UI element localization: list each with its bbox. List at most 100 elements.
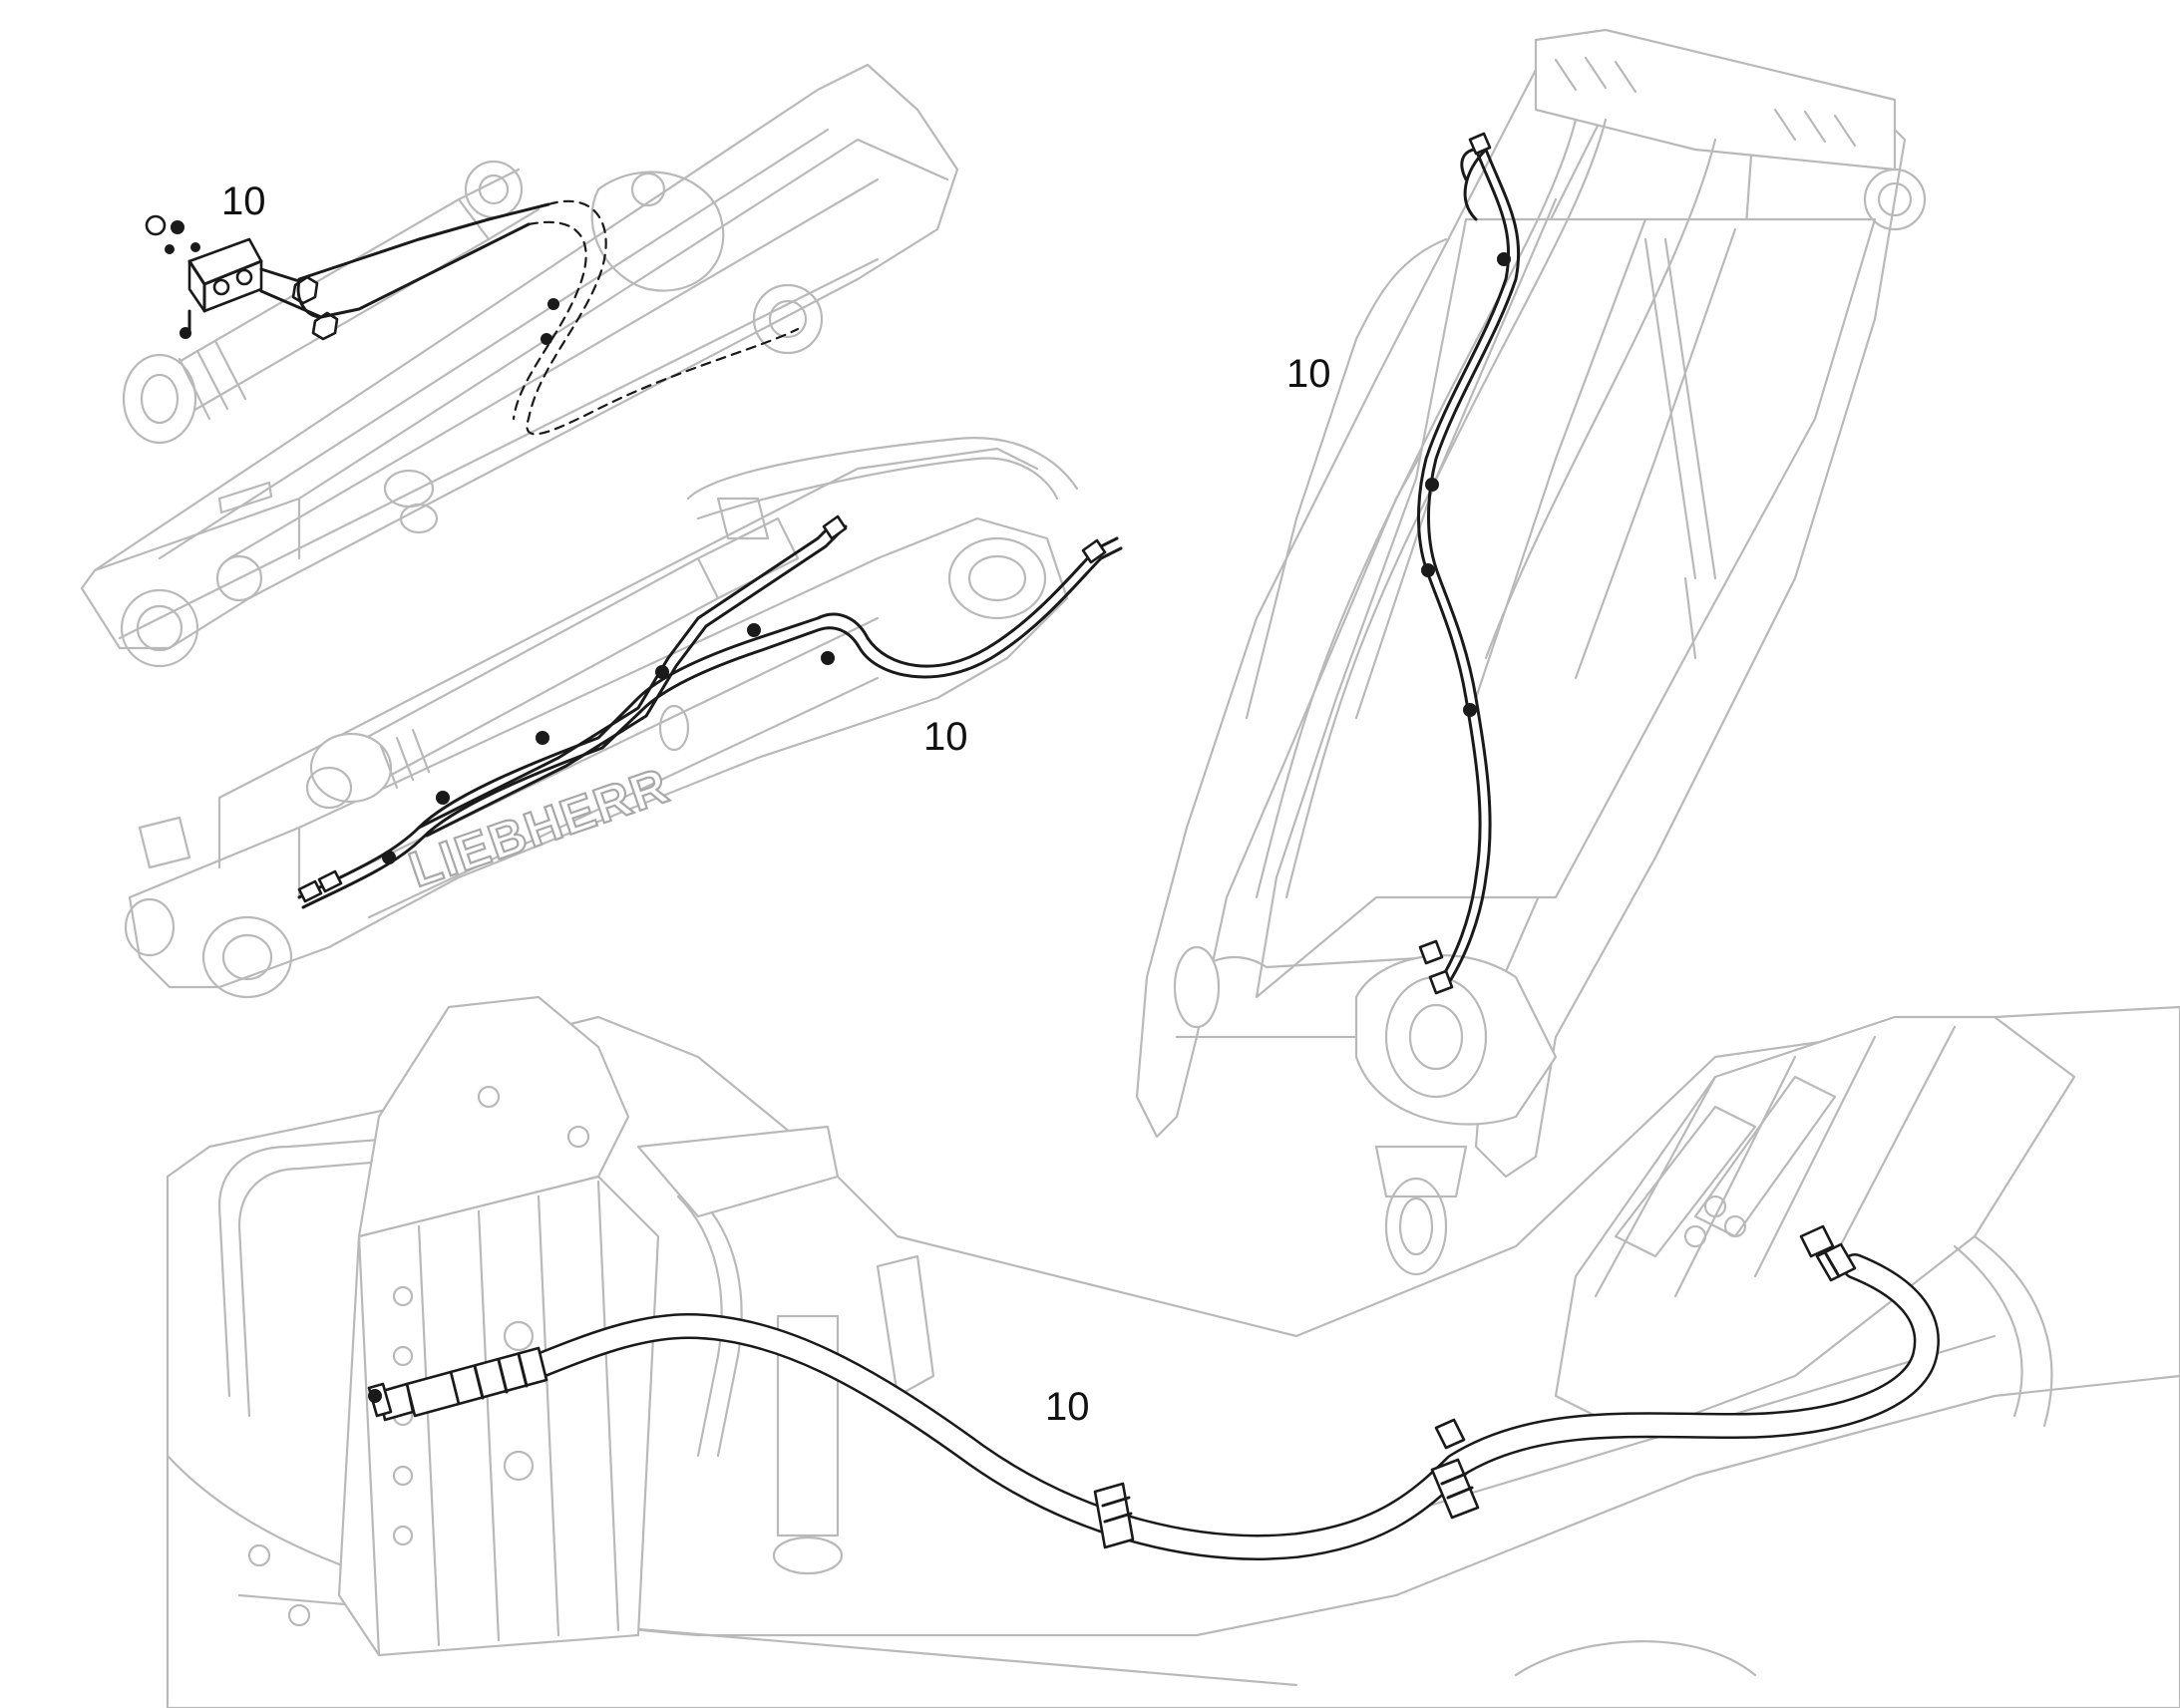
- stick-side-clamp: [436, 791, 450, 805]
- boom-foot-lines: [1594, 1025, 1957, 1298]
- boom-base-wheel-inner: [1398, 1196, 1434, 1256]
- valve-plug-6: [392, 1465, 414, 1487]
- boom-pipe-bundle-3: [1484, 138, 1717, 660]
- washer-2: [190, 242, 200, 252]
- stick-side-front-eye: [947, 536, 1047, 620]
- boom-web: [1255, 217, 1877, 999]
- right-hose-fitting-2: [1823, 1250, 1841, 1278]
- boom-pipe-bundle: [1255, 118, 1578, 899]
- stick-pipe-bend: [296, 279, 323, 319]
- valve-plug-11: [287, 1603, 311, 1627]
- stick-side-cylinder-ribs: [379, 728, 431, 790]
- stick-side-cylinder-base: [305, 766, 353, 810]
- cylinder-base-eye: [122, 353, 197, 445]
- stick-side-front-eye-inner: [967, 554, 1027, 602]
- stick-rear-eye-inner: [136, 604, 183, 652]
- stick-pipe-2: [259, 222, 531, 319]
- stick-side-clamp-2: [536, 731, 549, 745]
- valve-block-face: [187, 259, 263, 313]
- stick-pipe: [259, 202, 550, 283]
- hose-elbow-bolt: [368, 1389, 382, 1403]
- mount-bracket: [636, 1125, 840, 1218]
- hose-clamp: [547, 298, 559, 310]
- boom-base-eye-inner: [1408, 1003, 1464, 1071]
- stick-nose-eye: [752, 283, 824, 355]
- stick-upper-pin: [630, 171, 666, 207]
- boom-foot-bolt-3: [1723, 1214, 1747, 1238]
- boom-foot-pipe: [1953, 1234, 2053, 1428]
- boom-top-view: 10: [1135, 28, 1927, 1276]
- right-hose-nut: [1799, 1224, 1835, 1258]
- valve-bank-lines: [357, 1180, 620, 1657]
- boom-foot-cylinders: [1614, 1075, 1837, 1258]
- boom-base-link: [1374, 1145, 1468, 1198]
- callout-number: 10: [1045, 1385, 1090, 1429]
- valve-plug-10: [247, 1543, 271, 1567]
- valve-bank-top: [357, 995, 630, 1238]
- mount-bracket-2: [876, 1254, 935, 1398]
- stick-side-pin: [124, 897, 176, 957]
- swing-ring: [1514, 1640, 1757, 1677]
- boom-hose-clamp-4: [1463, 703, 1477, 717]
- stick-side-cylinder-head: [309, 732, 393, 804]
- stick-pin-eye: [215, 554, 263, 602]
- valve-port: [212, 278, 230, 296]
- elbow-fitting: [145, 214, 167, 236]
- boom-hose-end-fitting: [1418, 939, 1454, 995]
- boom-foot-bolt-2: [1683, 1224, 1707, 1248]
- valve-plug: [477, 1085, 501, 1109]
- stick-nose-eye-inner: [768, 299, 808, 339]
- cylinder-rod: [457, 168, 541, 241]
- stick-cutout-2: [399, 503, 439, 534]
- handrail: [217, 1135, 421, 1418]
- hose-run-dashed: [526, 199, 800, 436]
- boom-head-fittings: [1554, 56, 1857, 148]
- main-hose-inner: [528, 1255, 1938, 1558]
- boom-foot-housing: [1554, 1015, 2076, 1438]
- stick-side-upper-link: [686, 437, 1079, 501]
- callout-number: 10: [923, 715, 968, 759]
- uppercarriage-view: 10: [166, 995, 2180, 1708]
- cylinder-base-rings: [178, 339, 247, 421]
- boom-base-plate: [1354, 954, 1558, 1126]
- stick-side-rear-fitting: [297, 869, 343, 903]
- stick-side-rear-eye-inner: [221, 933, 273, 981]
- boom-hose-clamp-3: [1421, 563, 1435, 577]
- stick-side-pipe-upper: [417, 516, 840, 830]
- cylinder-base-eye-inner: [140, 373, 180, 425]
- hose-clamp-middle-bar: [1101, 1496, 1133, 1524]
- valve-plug-3: [392, 1285, 414, 1307]
- stick-side-clamp-3: [655, 665, 669, 679]
- hose-run-dashed-2: [512, 220, 587, 421]
- elbow-fitting-2: [171, 220, 184, 234]
- boom-strut: [1643, 237, 1717, 660]
- cylinder-head-eye: [464, 160, 524, 219]
- washer: [165, 244, 175, 254]
- hose-clamp-right-bolt: [1434, 1418, 1466, 1450]
- boom-hose-clamp-2: [1425, 478, 1439, 492]
- stick-side-clamp-5: [821, 651, 835, 665]
- hose-clamp-right: [1430, 1458, 1480, 1520]
- stick-side-pipe-upper-2: [425, 524, 848, 838]
- cylinder-head-eye-inner: [478, 173, 510, 205]
- stick-side-clamp-6: [382, 851, 396, 864]
- stick-side-cutout: [658, 704, 690, 752]
- stick-side-rear-eye: [201, 915, 293, 999]
- boom-head-eye-inner: [1877, 181, 1913, 217]
- stick-side-front-fitting: [822, 514, 1107, 564]
- boom-foot-bolt: [1703, 1195, 1727, 1218]
- valve-plug-9: [503, 1450, 535, 1482]
- boom-head-eye: [1863, 168, 1927, 231]
- hose-clamp-2: [541, 333, 552, 345]
- stick-side-bracket: [138, 497, 770, 869]
- valve-plug-2: [566, 1125, 590, 1149]
- boom-head-block: [1534, 28, 1897, 171]
- boom-pipe-bundle-4: [1245, 237, 1448, 720]
- boom-foot-pin: [1173, 945, 1221, 1029]
- stick-side-upper-link-2: [696, 457, 1059, 520]
- hose-clamp-right-bar: [1440, 1472, 1474, 1500]
- stick-nose-plate: [590, 171, 725, 292]
- stick-side-body-line: [297, 616, 880, 919]
- hose-crimp-ring: [473, 1352, 529, 1400]
